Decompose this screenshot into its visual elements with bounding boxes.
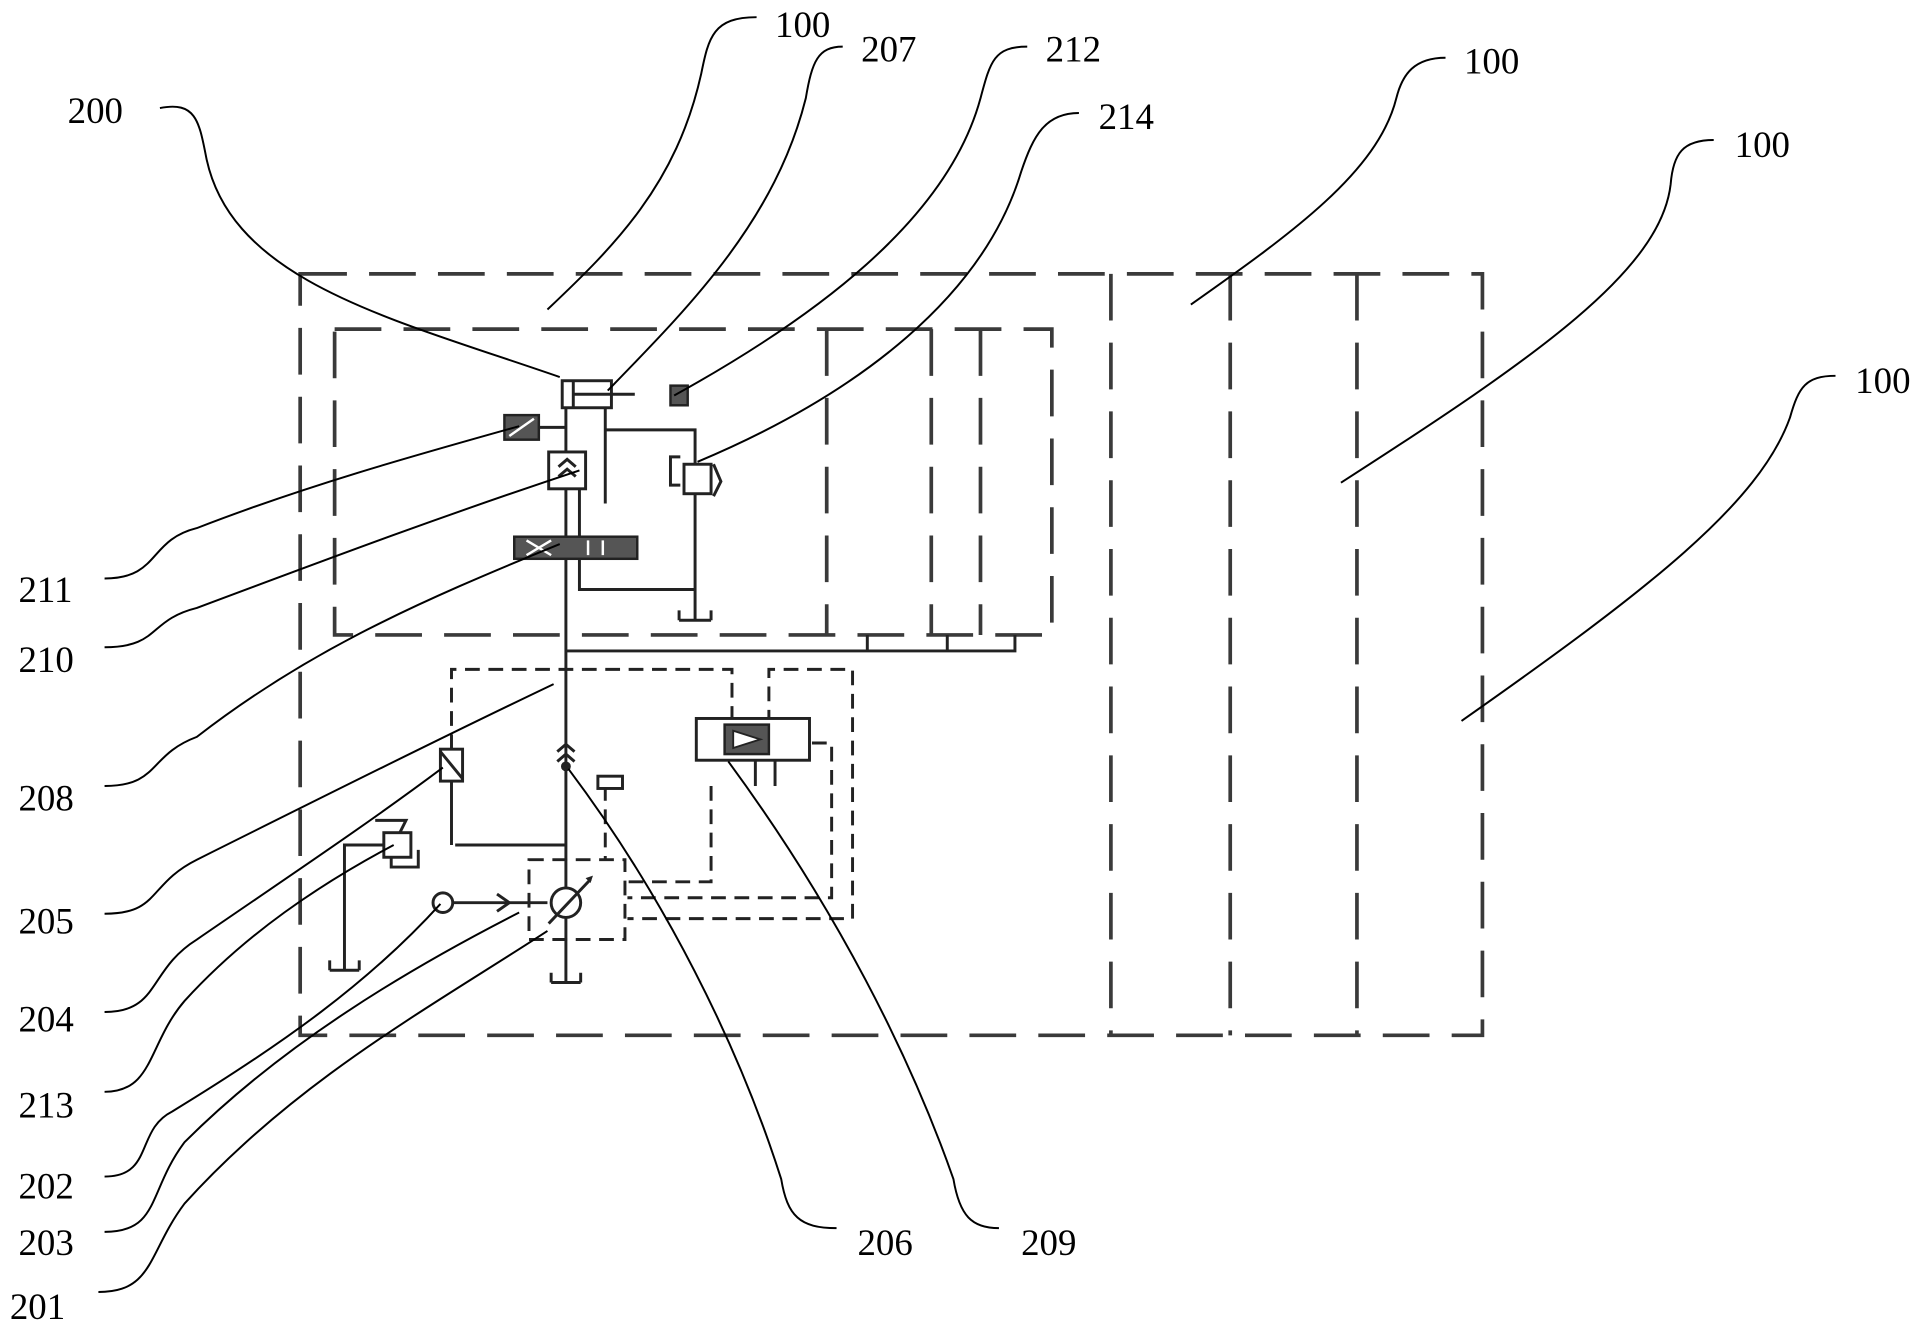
leader-line-205	[105, 684, 554, 914]
pump-201	[549, 876, 593, 924]
leader-line-214	[698, 113, 1079, 462]
cylinder-207	[562, 381, 635, 408]
reference-label-213: 213	[18, 1085, 73, 1126]
reference-label-206: 206	[857, 1222, 912, 1263]
leader-line-203	[105, 913, 520, 1232]
reference-label-100: 100	[775, 4, 830, 45]
reference-label-200: 200	[68, 90, 123, 131]
leader-line-100	[547, 17, 756, 309]
reference-label-208: 208	[18, 778, 73, 819]
reference-label-205: 205	[18, 900, 73, 941]
leader-line-210	[105, 470, 580, 647]
reference-label-209: 209	[1021, 1222, 1076, 1263]
reference-label-100: 100	[1855, 360, 1910, 401]
leader-line-209	[728, 761, 999, 1228]
reference-label-204: 204	[18, 999, 73, 1040]
check-valve-210	[549, 452, 586, 489]
filter-205	[440, 749, 462, 781]
accumulator-plug	[598, 776, 623, 788]
leader-lines	[98, 17, 1835, 1292]
leader-line-202	[105, 904, 441, 1177]
leader-line-212	[674, 47, 1027, 396]
outer-frame	[300, 274, 1482, 1035]
leader-line-204	[105, 768, 443, 1012]
reference-label-210: 210	[18, 639, 73, 680]
reference-label-100: 100	[1735, 124, 1790, 165]
reference-label-214: 214	[1099, 96, 1154, 137]
reference-label-100: 100	[1464, 41, 1519, 82]
leader-line-100	[1462, 376, 1836, 721]
reference-label-212: 212	[1046, 28, 1101, 69]
controller-209	[696, 718, 809, 786]
reference-label-201: 201	[10, 1286, 65, 1327]
leader-line-211	[105, 426, 520, 578]
leader-line-208	[105, 544, 560, 786]
leader-line-100	[1341, 140, 1714, 483]
reference-label-211: 211	[18, 569, 72, 610]
leader-line-100	[1191, 58, 1446, 305]
reference-label-203: 203	[18, 1222, 73, 1263]
leader-line-200	[160, 107, 560, 377]
reference-labels: 200 100 207 212 214 100 100 100 211 210 208 205 204 2…	[10, 4, 1911, 1327]
leader-line-206	[568, 769, 836, 1228]
reference-label-202: 202	[18, 1166, 73, 1207]
outer-dividers	[1111, 274, 1357, 1035]
reference-label-207: 207	[861, 28, 916, 69]
control-lines	[451, 669, 852, 939]
leader-line-207	[608, 47, 843, 391]
leader-line-201	[98, 931, 547, 1292]
leader-line-213	[105, 845, 394, 1092]
